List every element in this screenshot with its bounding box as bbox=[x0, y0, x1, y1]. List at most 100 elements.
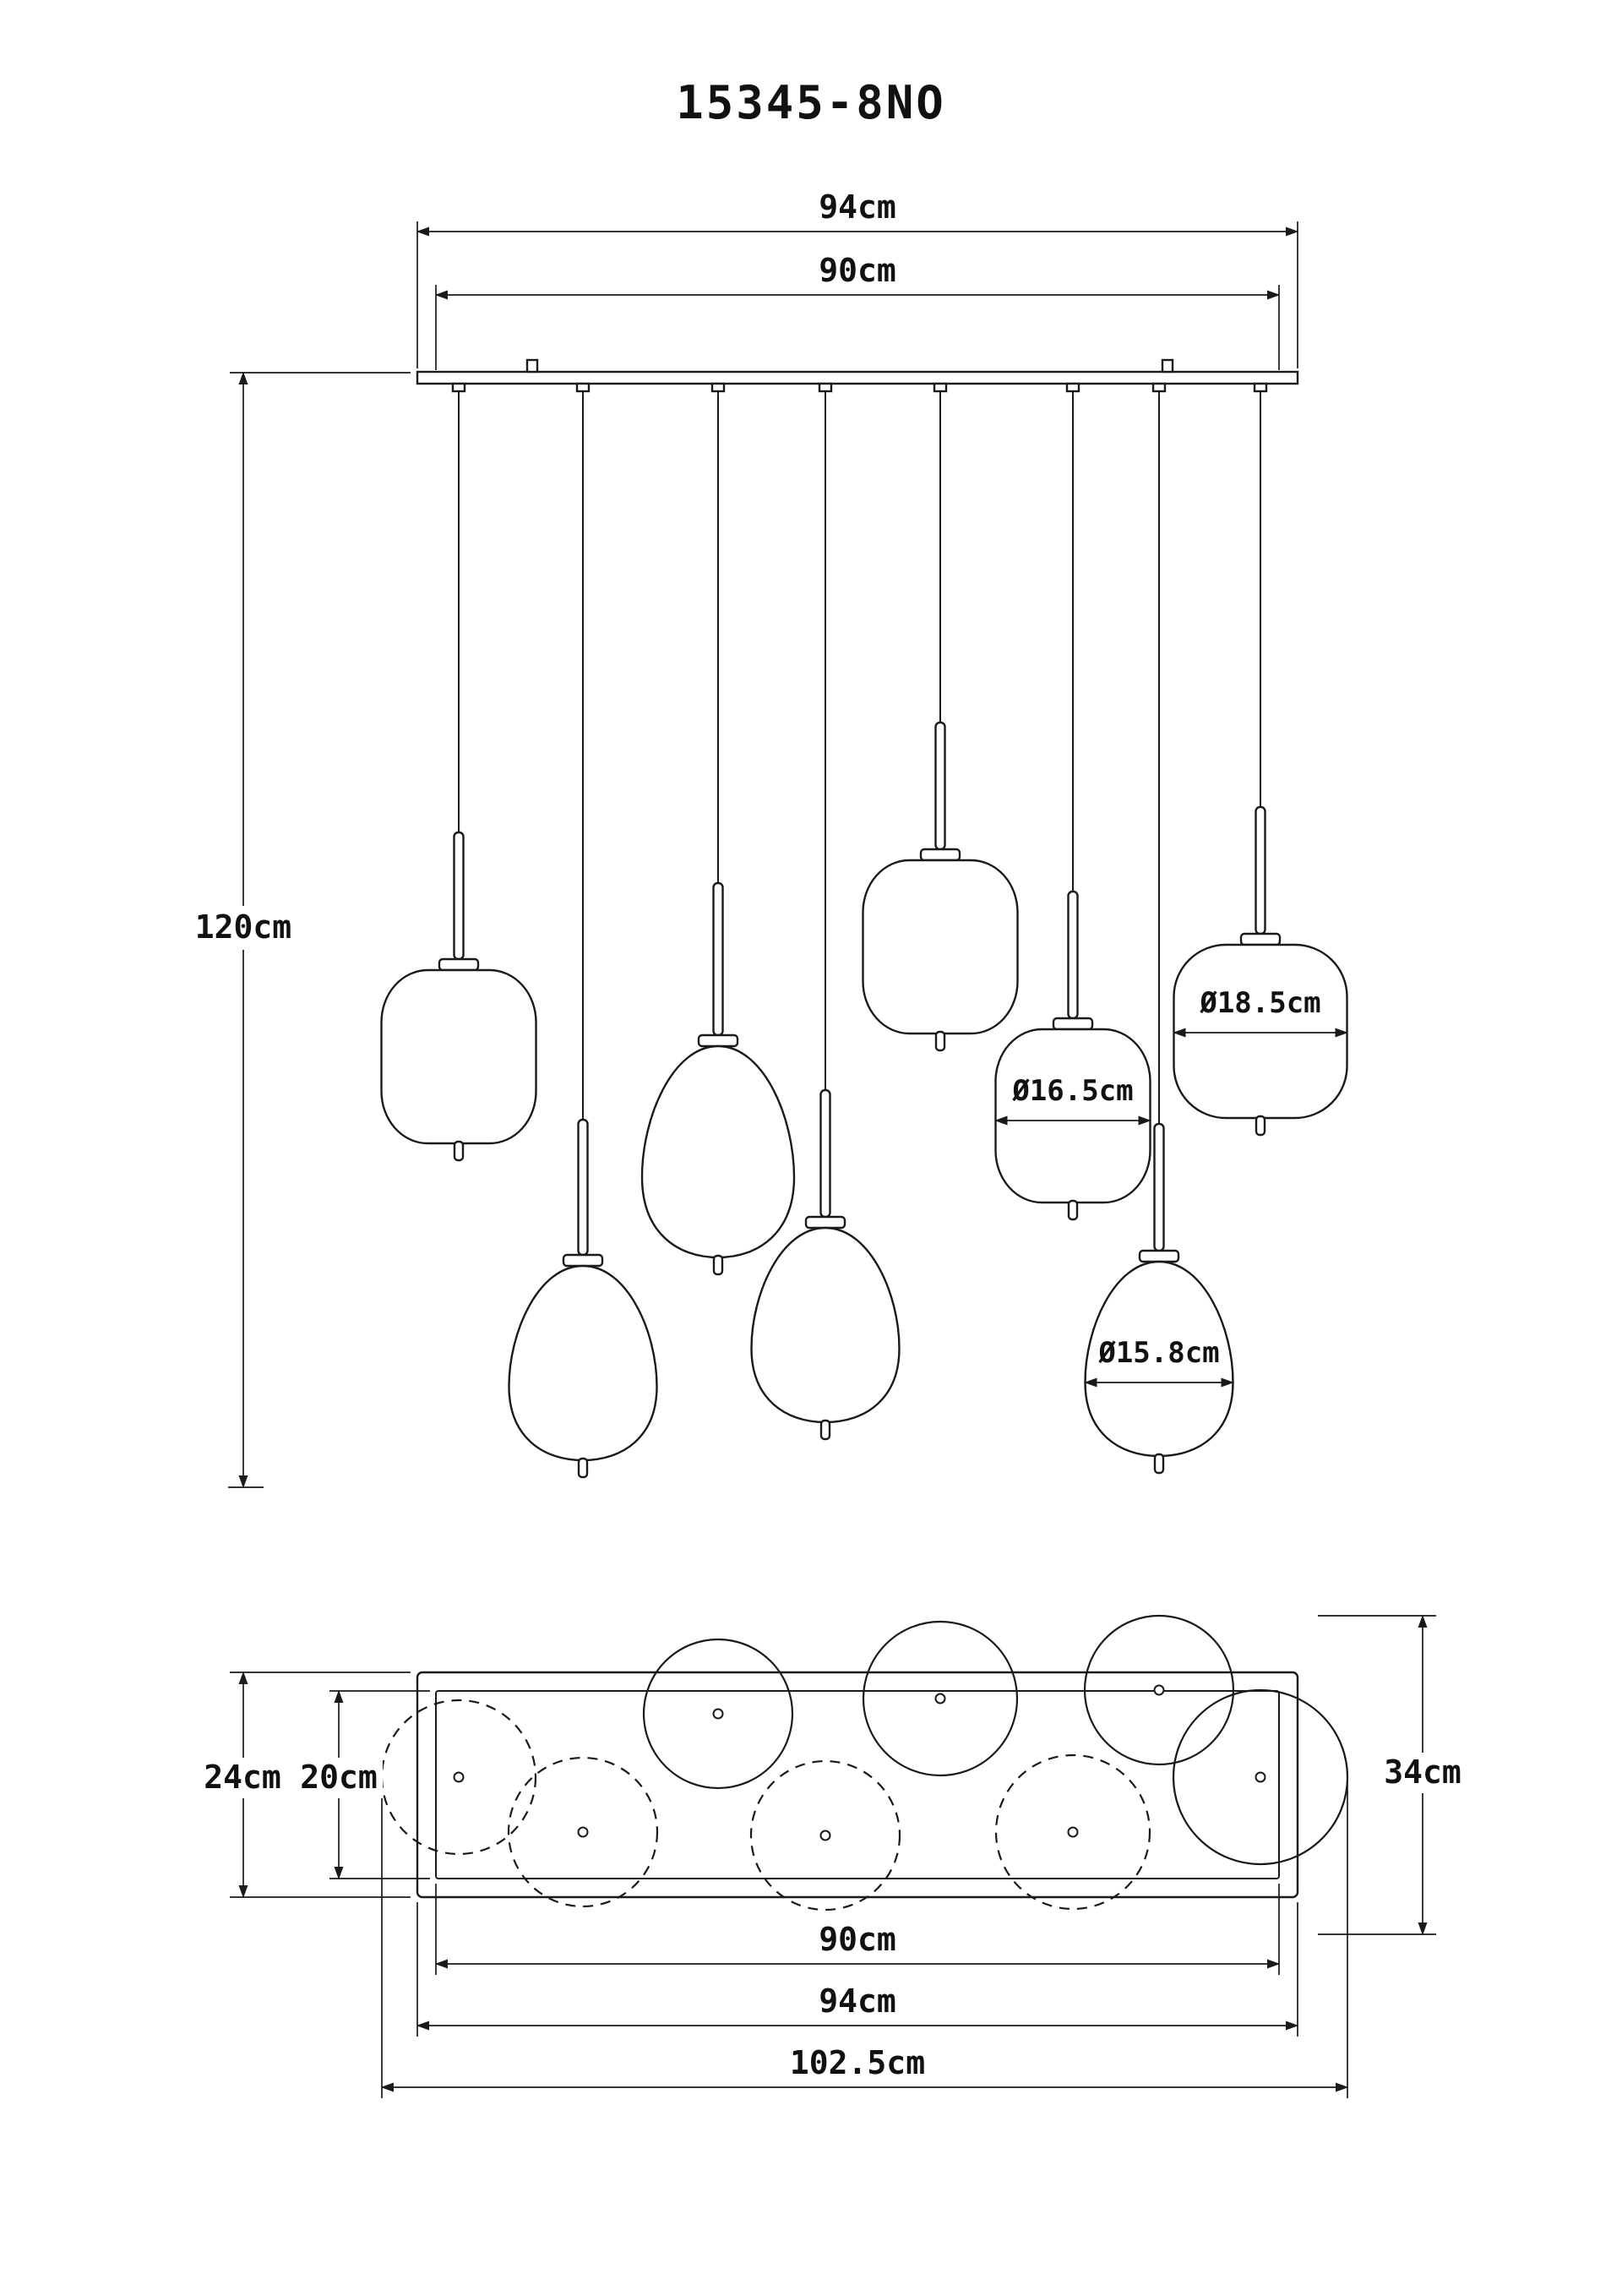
plan-shade-circle bbox=[642, 1638, 794, 1790]
cord-connector bbox=[818, 382, 833, 393]
drawing-title: 15345-8NO bbox=[676, 76, 946, 129]
cord-connector bbox=[933, 382, 948, 393]
shade-cap bbox=[1138, 1249, 1180, 1263]
dim-label-height-total: 34cm bbox=[1384, 1753, 1461, 1791]
plan-shade-circle bbox=[749, 1759, 901, 1912]
dim-label-depth-outer: 24cm bbox=[204, 1759, 281, 1796]
stem-rod bbox=[453, 831, 465, 961]
bottom-finial bbox=[453, 1140, 465, 1162]
plan-shade-circle bbox=[380, 1699, 537, 1856]
shade-cap bbox=[919, 848, 961, 862]
plan-shade-circle bbox=[862, 1620, 1019, 1777]
plan-shade-circle bbox=[1172, 1688, 1349, 1866]
cord-connector bbox=[1065, 382, 1080, 393]
bottom-finial bbox=[712, 1254, 724, 1276]
mounting-point bbox=[934, 1693, 946, 1704]
shade-outline bbox=[1172, 1688, 1349, 1866]
label-backing bbox=[1372, 1753, 1473, 1793]
dia-label-medium: Ø16.5cm bbox=[1011, 1074, 1133, 1108]
stem-rod bbox=[934, 721, 946, 851]
dia-label-small: Ø15.8cm bbox=[1097, 1336, 1219, 1370]
mounting-point bbox=[712, 1708, 724, 1720]
canopy-outline-outer bbox=[416, 1671, 1299, 1899]
plan-dimensions bbox=[230, 1614, 1436, 2098]
pendant bbox=[1084, 382, 1234, 1475]
bottom-finial bbox=[819, 1419, 831, 1441]
cord-connector bbox=[710, 382, 726, 393]
dim-label-inner-width: 90cm bbox=[819, 252, 896, 289]
glass-shade bbox=[640, 1044, 796, 1259]
shade-outline bbox=[1083, 1614, 1235, 1766]
stem-rod bbox=[1067, 890, 1079, 1020]
shade-outline-hidden bbox=[749, 1759, 901, 1912]
glass-shade bbox=[380, 968, 537, 1145]
pendant bbox=[750, 382, 901, 1441]
mounting-point bbox=[1153, 1684, 1165, 1696]
shade-outline-hidden bbox=[994, 1753, 1151, 1911]
front-dimensions bbox=[228, 221, 1348, 1489]
plan-view: 24cm 20cm 34cm 90cm 94cm 102.5cm bbox=[193, 1614, 1473, 2098]
bottom-finial bbox=[577, 1457, 589, 1479]
bottom-finial bbox=[1067, 1199, 1079, 1221]
cord-connector bbox=[451, 382, 466, 393]
plan-dimension-labels: 24cm 20cm 34cm 90cm 94cm 102.5cm bbox=[193, 1753, 1473, 2081]
stem-rod bbox=[1153, 1122, 1165, 1252]
shade-cap bbox=[562, 1253, 604, 1268]
glass-shade bbox=[1173, 943, 1348, 1120]
plate-screw bbox=[525, 358, 539, 374]
dim-label-depth-inner: 20cm bbox=[300, 1759, 378, 1796]
cord-connector bbox=[1253, 382, 1268, 393]
shade-outline bbox=[862, 1620, 1019, 1777]
dim-label-height: 120cm bbox=[195, 908, 291, 946]
stem-rod bbox=[819, 1088, 831, 1219]
stem-rod bbox=[712, 881, 724, 1037]
mounting-point bbox=[819, 1830, 831, 1841]
front-dimension-labels: 94cm 90cm 120cm Ø18.5cm Ø16.5cm Ø15.8cm bbox=[179, 188, 1321, 1370]
dim-label-total-width: 102.5cm bbox=[790, 2044, 925, 2081]
cord-connector bbox=[575, 382, 591, 393]
pendant bbox=[1173, 382, 1348, 1137]
stem-rod bbox=[577, 1118, 589, 1257]
plan-shade-circle bbox=[994, 1753, 1151, 1911]
pendants-layer bbox=[380, 382, 1348, 1479]
shade-outline bbox=[642, 1638, 794, 1790]
front-view: 94cm 90cm 120cm Ø18.5cm Ø16.5cm Ø15.8cm bbox=[179, 188, 1348, 1489]
pendant bbox=[862, 382, 1019, 1052]
dia-label-large: Ø18.5cm bbox=[1199, 986, 1320, 1020]
shade-cap bbox=[1239, 932, 1282, 946]
dim-label-outer-width: 94cm bbox=[819, 188, 896, 226]
plan-shade-circle bbox=[507, 1756, 659, 1908]
pendant bbox=[380, 382, 537, 1162]
shade-cap bbox=[804, 1215, 846, 1230]
label-backing bbox=[179, 906, 308, 950]
shade-cap bbox=[438, 957, 480, 972]
glass-shade bbox=[508, 1264, 658, 1462]
pendant bbox=[508, 382, 658, 1479]
dim-label-inner-width-bottom: 90cm bbox=[819, 1921, 896, 1958]
ceiling-plate bbox=[416, 370, 1299, 385]
bottom-finial bbox=[934, 1030, 946, 1052]
shade-outline-hidden bbox=[507, 1756, 659, 1908]
mounting-point bbox=[1255, 1771, 1266, 1783]
mounting-point bbox=[1067, 1826, 1079, 1838]
canopy-outline-inner bbox=[435, 1690, 1280, 1879]
glass-shade bbox=[994, 1028, 1151, 1204]
glass-shade bbox=[862, 859, 1019, 1035]
plan-shade-circle bbox=[1083, 1614, 1235, 1766]
dim-label-outer-width-bottom: 94cm bbox=[819, 1982, 896, 2020]
stem-rod bbox=[1255, 805, 1266, 935]
pendant bbox=[640, 382, 796, 1276]
label-backing bbox=[291, 1758, 383, 1798]
plan-circles-layer bbox=[380, 1614, 1349, 1912]
shade-cap bbox=[697, 1033, 739, 1048]
cord-connector bbox=[1151, 382, 1167, 393]
bottom-finial bbox=[1153, 1453, 1165, 1475]
shade-outline-hidden bbox=[380, 1699, 537, 1856]
label-backing bbox=[193, 1758, 292, 1798]
glass-shade bbox=[750, 1226, 901, 1424]
bottom-finial bbox=[1255, 1115, 1266, 1137]
plate-screw bbox=[1161, 358, 1174, 374]
mounting-point bbox=[577, 1826, 589, 1838]
